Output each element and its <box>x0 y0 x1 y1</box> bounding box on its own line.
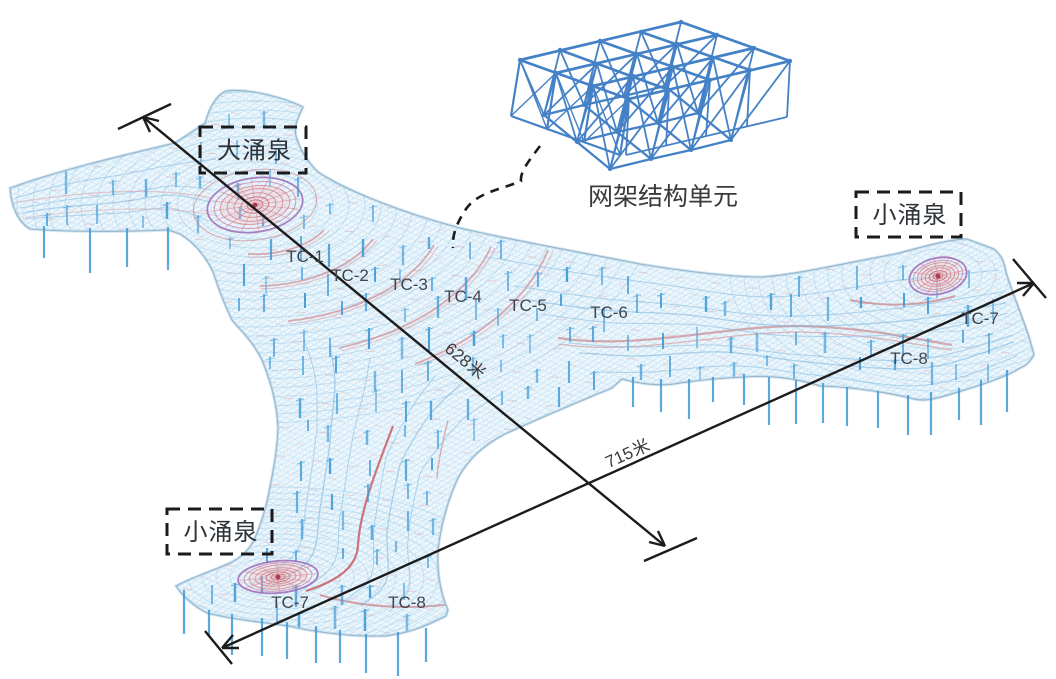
svg-text:TC-7: TC-7 <box>271 593 309 612</box>
svg-text:TC-7: TC-7 <box>961 309 999 328</box>
svg-text:TC-1: TC-1 <box>286 247 324 266</box>
svg-text:TC-5: TC-5 <box>509 296 547 315</box>
svg-text:TC-8: TC-8 <box>890 349 928 368</box>
svg-text:TC-3: TC-3 <box>390 275 428 294</box>
svg-text:TC-8: TC-8 <box>388 593 426 612</box>
svg-text:TC-4: TC-4 <box>444 287 482 306</box>
svg-text:TC-6: TC-6 <box>590 303 628 322</box>
svg-text:TC-2: TC-2 <box>331 266 369 285</box>
